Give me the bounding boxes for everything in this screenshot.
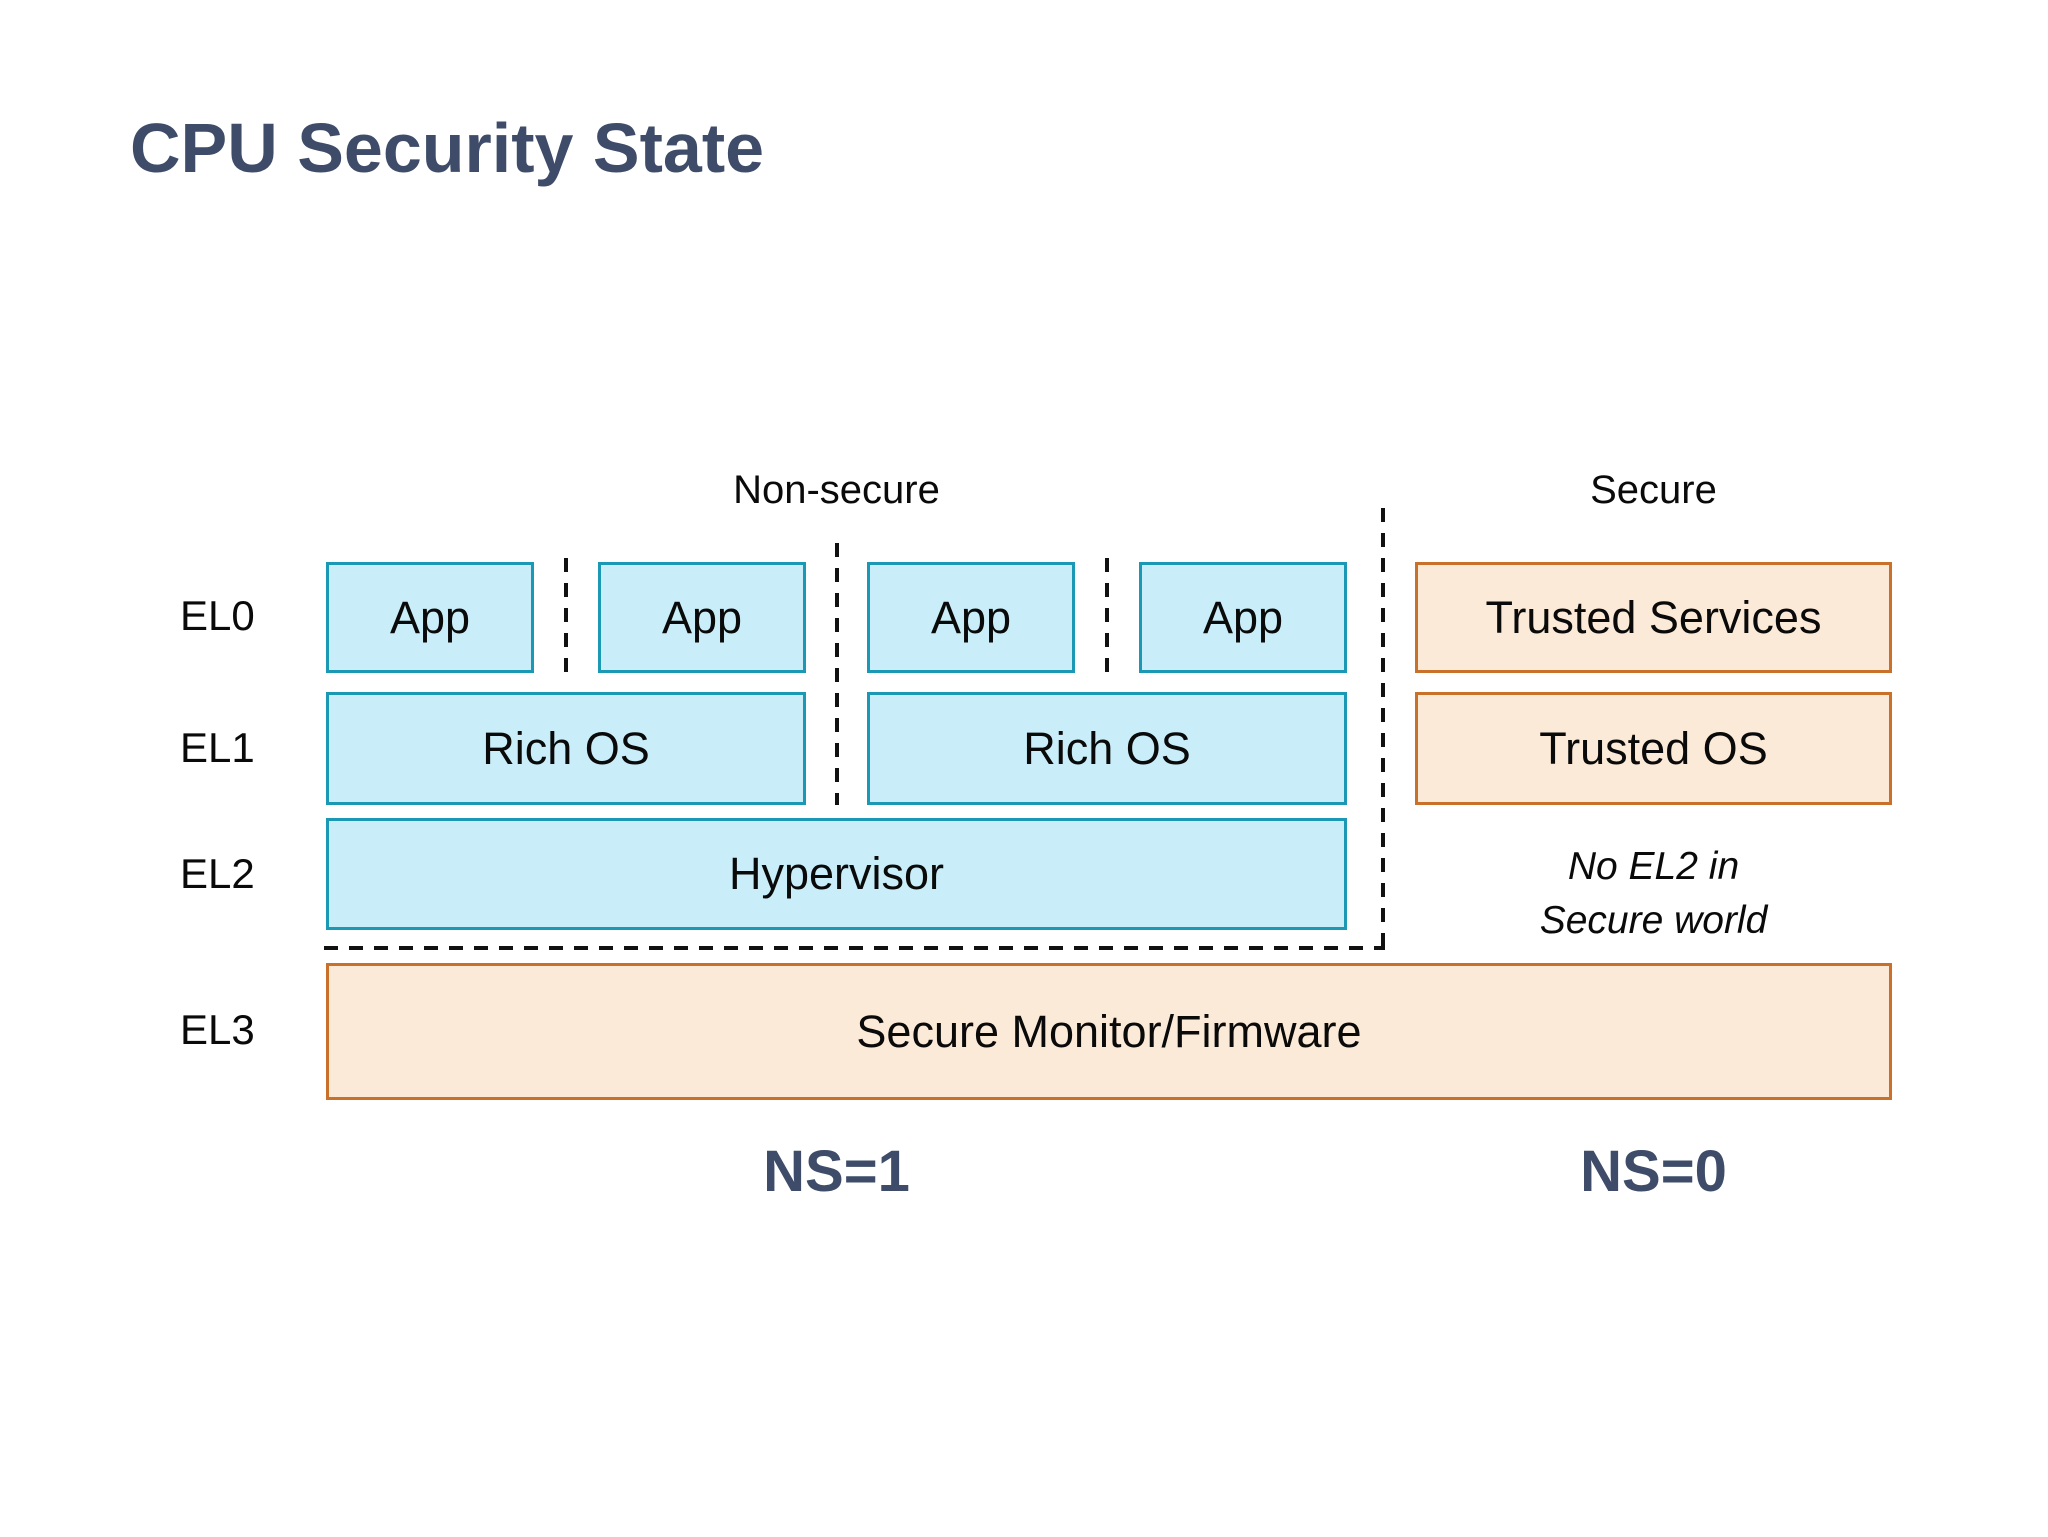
rich-os-box-1: Rich OS (326, 692, 806, 805)
hypervisor-box: Hypervisor (326, 818, 1347, 930)
app-box-2: App (598, 562, 806, 673)
el-label-el0: EL0 (180, 592, 255, 639)
secure-world-label: Secure (1590, 468, 1717, 512)
el-label-el3: EL3 (180, 1006, 255, 1053)
no-el2-note: No EL2 in Secure world (1415, 840, 1892, 948)
app-box-3: App (867, 562, 1075, 673)
app-separator-dashed-line-right (1105, 558, 1109, 676)
app-box-1: App (326, 562, 534, 673)
trusted-services-box: Trusted Services (1415, 562, 1892, 673)
trusted-os-box: Trusted OS (1415, 692, 1892, 805)
ns1-label: NS=1 (763, 1139, 910, 1204)
no-el2-note-line2: Secure world (1539, 899, 1768, 942)
el-label-el2: EL2 (180, 850, 255, 897)
rich-os-box-2: Rich OS (867, 692, 1347, 805)
app-box-4: App (1139, 562, 1347, 673)
vm-divider-dashed-line (835, 543, 839, 805)
secure-monitor-box: Secure Monitor/Firmware (326, 963, 1892, 1100)
app-separator-dashed-line-left (564, 558, 568, 676)
ns0-label: NS=0 (1580, 1139, 1727, 1204)
el-label-el1: EL1 (180, 724, 255, 771)
page-title: CPU Security State (130, 109, 765, 187)
secure-boundary-vertical-dashed-line (1381, 508, 1385, 948)
non-secure-world-label: Non-secure (733, 468, 940, 512)
secure-boundary-horizontal-dashed-line (324, 946, 1385, 950)
no-el2-note-line1: No EL2 in (1567, 845, 1740, 888)
